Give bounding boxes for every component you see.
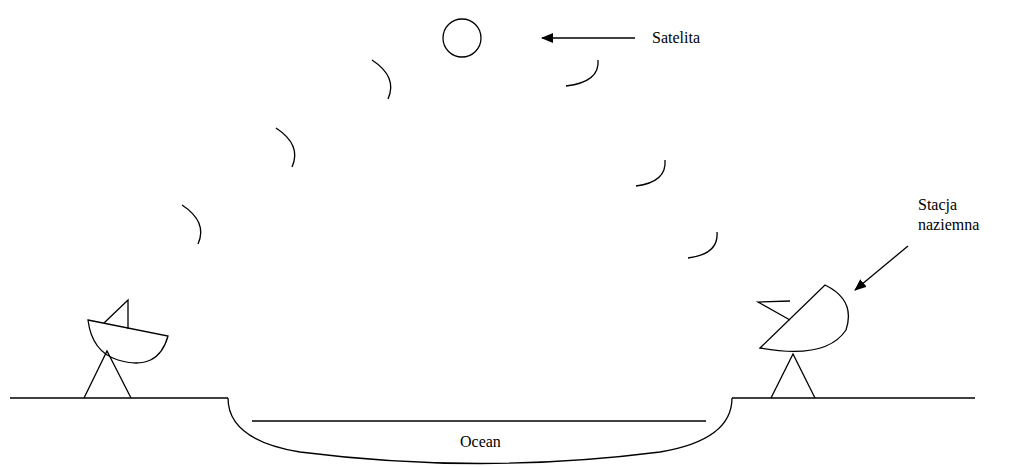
ocean-label: Ocean (460, 432, 501, 452)
satellite-circle (443, 19, 481, 57)
leader-arrow (542, 37, 635, 38)
wave-arc (688, 232, 717, 258)
leader-arrow (855, 246, 908, 290)
ocean-basin (228, 398, 732, 464)
ground-line (10, 397, 228, 398)
water-line (252, 420, 706, 421)
satellite-label: Satelita (652, 28, 700, 48)
wave-arc (276, 128, 295, 167)
wave-arc (182, 205, 201, 244)
wave-arc (636, 160, 665, 186)
wave-arc (566, 60, 598, 86)
dish-antenna (84, 300, 168, 398)
wave-arc (372, 60, 391, 99)
ground-line (732, 397, 975, 398)
dish-antenna (758, 285, 848, 398)
station-label: Stacja naziemna (918, 195, 998, 235)
